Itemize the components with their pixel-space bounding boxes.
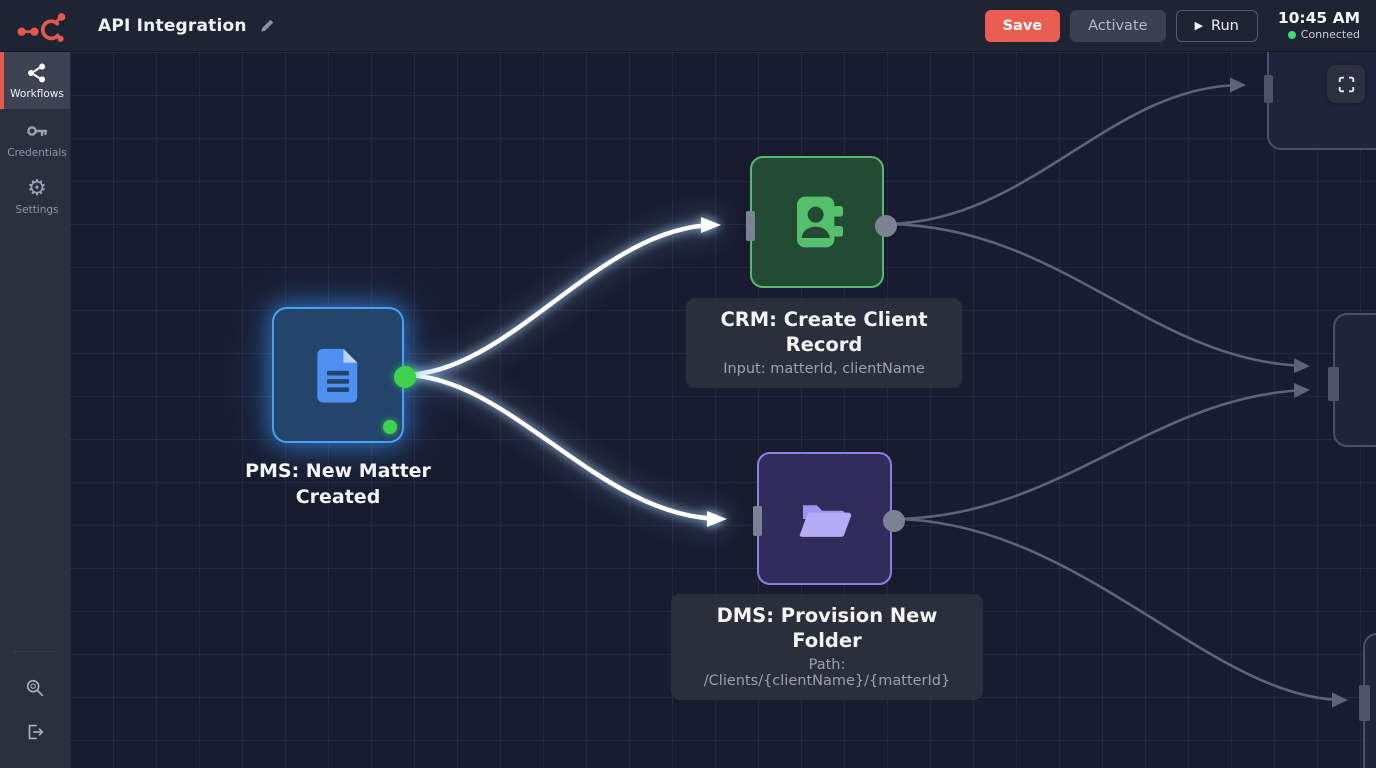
edge-pms-to-dms <box>402 372 727 527</box>
sidebar-item-settings[interactable]: ⚙ Settings <box>0 168 70 225</box>
output-port[interactable] <box>875 215 897 237</box>
input-port[interactable] <box>753 506 762 536</box>
left-sidebar: Workflows Credentials ⚙ Settings <box>0 52 70 768</box>
edge-dms-to-offscreen-mid <box>890 382 1310 521</box>
sidebar-item-label: Workflows <box>10 88 64 100</box>
edge-pms-to-crm <box>402 217 721 378</box>
node-label-crm: CRM: Create Client Record Input: matterI… <box>686 298 962 388</box>
output-port[interactable] <box>883 510 905 532</box>
output-port[interactable] <box>394 366 416 388</box>
run-button-label: Run <box>1211 17 1239 34</box>
node-title: DMS: Provision New Folder <box>716 604 938 653</box>
key-icon <box>27 126 48 137</box>
play-icon: ▶ <box>1194 19 1204 32</box>
logout-icon <box>28 724 44 740</box>
node-title: PMS: New Matter Created <box>245 460 431 508</box>
sidebar-item-credentials[interactable]: Credentials <box>0 109 70 168</box>
connection-label: Connected <box>1300 28 1360 42</box>
input-port[interactable] <box>1359 685 1370 721</box>
expand-icon <box>1338 76 1354 92</box>
input-port[interactable] <box>1328 367 1339 401</box>
edge-crm-to-offscreen-top <box>883 77 1246 226</box>
node-dms[interactable] <box>753 452 905 585</box>
edge-crm-to-offscreen-mid <box>883 222 1310 374</box>
zoom-search-button[interactable] <box>0 666 70 710</box>
workflow-canvas[interactable]: PMS: New Matter Created CRM: Create Clie… <box>70 52 1376 768</box>
input-port[interactable] <box>746 211 755 241</box>
run-button[interactable]: ▶ Run <box>1175 9 1258 42</box>
contact-card-icon <box>797 196 843 248</box>
input-port[interactable] <box>1264 75 1273 103</box>
share-nodes-icon <box>28 63 46 83</box>
clock: 10:45 AM Connected <box>1278 9 1360 42</box>
gear-icon: ⚙ <box>27 176 47 201</box>
node-label-dms: DMS: Provision New Folder Path: /Clients… <box>671 594 983 700</box>
node-subtitle: Path: /Clients/{clientName}/{matterId} <box>703 656 951 689</box>
node-crm[interactable] <box>746 156 897 288</box>
sidebar-divider <box>14 651 56 652</box>
open-folder-icon <box>799 504 851 537</box>
document-icon <box>317 348 358 403</box>
app-logo-icon <box>14 7 72 45</box>
logout-button[interactable] <box>0 710 70 754</box>
edit-title-icon[interactable] <box>259 17 276 34</box>
edge-dms-to-offscreen-bottom <box>890 517 1348 708</box>
offscreen-node-mid-right[interactable] <box>1328 313 1376 447</box>
connection-status: Connected <box>1278 28 1360 42</box>
sidebar-spacer <box>0 225 70 651</box>
sidebar-item-label: Credentials <box>7 147 67 159</box>
offscreen-node-bottom-right[interactable] <box>1359 633 1376 768</box>
magnifier-icon <box>26 679 44 697</box>
sidebar-item-label: Settings <box>15 204 59 216</box>
time-text: 10:45 AM <box>1277 8 1360 27</box>
fit-view-button[interactable] <box>1327 65 1365 103</box>
node-title: CRM: Create Client Record <box>720 308 928 357</box>
top-bar: API Integration Save Activate ▶ Run 10:4… <box>0 0 1376 52</box>
connected-dot-icon <box>1287 31 1296 40</box>
save-button[interactable]: Save <box>984 9 1061 42</box>
node-subtitle: Input: matterId, clientName <box>723 360 925 377</box>
workflow-title: API Integration <box>98 15 247 36</box>
sidebar-item-workflows[interactable]: Workflows <box>0 52 70 109</box>
success-status-dot <box>383 420 397 434</box>
edge-layer <box>402 77 1348 708</box>
node-pms-trigger[interactable]: PMS: New Matter Created <box>245 307 431 508</box>
activate-button[interactable]: Activate <box>1070 9 1166 42</box>
